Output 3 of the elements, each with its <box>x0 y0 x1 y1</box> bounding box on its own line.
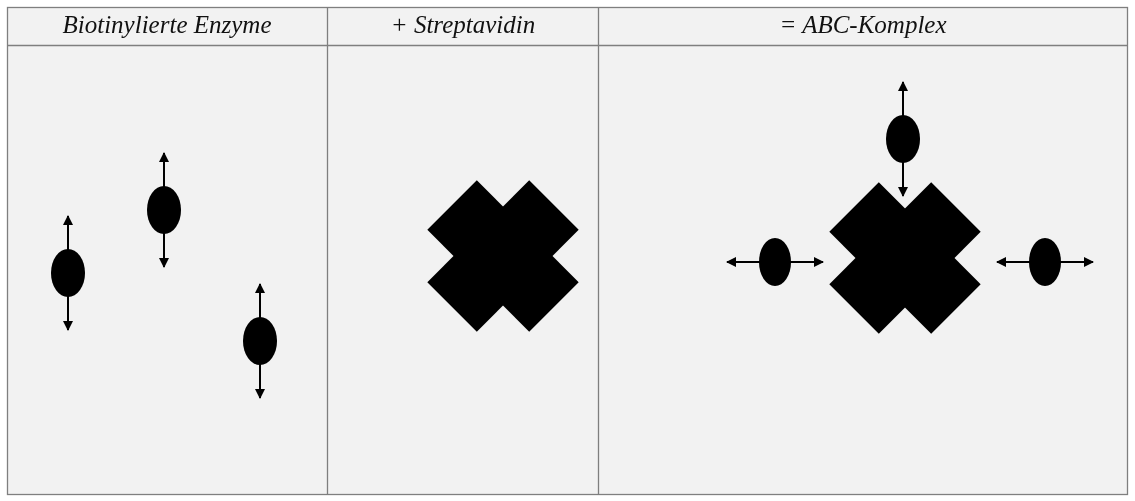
column-heading: + Streptavidin <box>390 11 536 39</box>
column-heading: Biotinylierte Enzyme <box>62 11 272 39</box>
column-heading: = ABC-Komplex <box>779 11 947 39</box>
